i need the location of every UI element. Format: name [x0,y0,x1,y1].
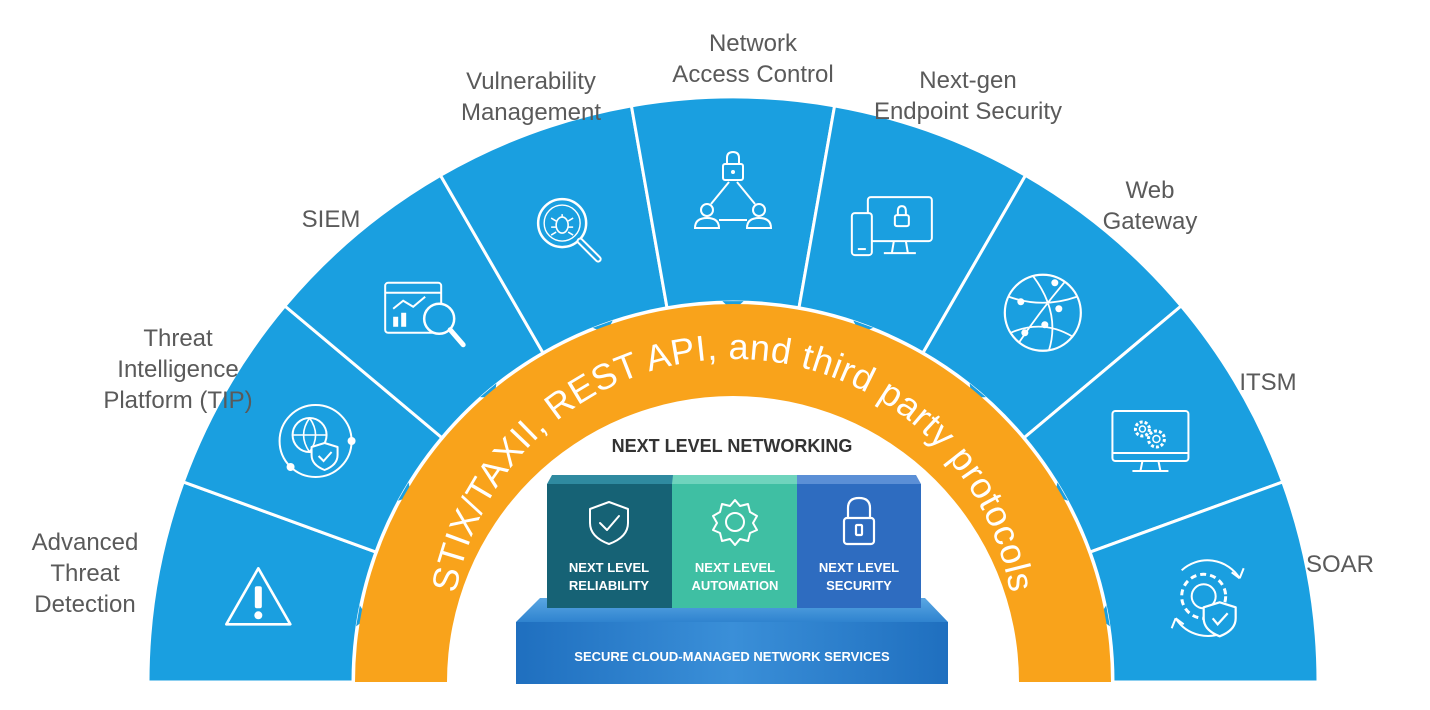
label-line: Threat [50,560,120,587]
pillar-reliability: NEXT LEVEL RELIABILITY [547,475,673,608]
devices-lock-icon [850,196,933,257]
protocol-arc [355,304,1111,682]
label-line: Next-gen [919,67,1017,94]
center-title: NEXT LEVEL NETWORKING [612,436,853,456]
bug-search-icon [536,197,602,263]
label-line: Threat [143,325,213,352]
pillar-security-line2: SECURITY [826,578,892,593]
pillar-automation-line1: NEXT LEVEL [695,560,775,575]
globe-shield-icon [278,404,356,478]
label-line: ITSM [1239,369,1297,396]
gear-icon [712,499,758,546]
label-soar: SOAR [1306,549,1374,580]
label-line: Gateway [1102,208,1198,235]
globe-icon [1003,273,1082,352]
pillar-automation-line2: AUTOMATION [692,578,779,593]
label-line: Platform (TIP) [103,387,253,414]
segment-soar [1088,479,1320,684]
label-line: Advanced [31,529,139,556]
label-line: Intelligence [117,356,239,383]
base-label: SECURE CLOUD-MANAGED NETWORK SERVICES [574,649,890,664]
pillar-automation: NEXT LEVEL AUTOMATION [672,475,797,608]
monitor-gears-icon [1111,410,1190,472]
label-line: SOAR [1305,551,1375,578]
label-line: Web [1125,177,1175,204]
padlock-icon [842,496,876,546]
gear-shield-cycle-icon [1170,559,1245,638]
analytics-search-icon [384,281,466,348]
label-line: Endpoint Security [873,98,1063,125]
label-line: Management [460,99,602,126]
label-line: Detection [34,591,136,618]
warning-icon [225,567,292,626]
label-line: Network [708,30,798,57]
pillars: NEXT LEVEL RELIABILITY NEXT LEVEL AUTOMA… [547,475,921,608]
label-line: Access Control [672,61,834,88]
pillar-security-line1: NEXT LEVEL [819,560,899,575]
segment-band [146,95,1320,684]
pillar-reliability-line2: RELIABILITY [569,578,649,593]
base-platform: SECURE CLOUD-MANAGED NETWORK SERVICES [516,598,948,684]
lock-network-icon [693,150,773,229]
label-itsm: ITSM [1239,367,1296,398]
label-siem: SIEM [302,204,361,235]
label-line: Vulnerability [466,68,596,95]
pillar-reliability-line1: NEXT LEVEL [569,560,649,575]
label-line: SIEM [301,206,361,233]
pillar-security: NEXT LEVEL SECURITY [797,475,921,608]
shield-check-icon [589,501,629,545]
